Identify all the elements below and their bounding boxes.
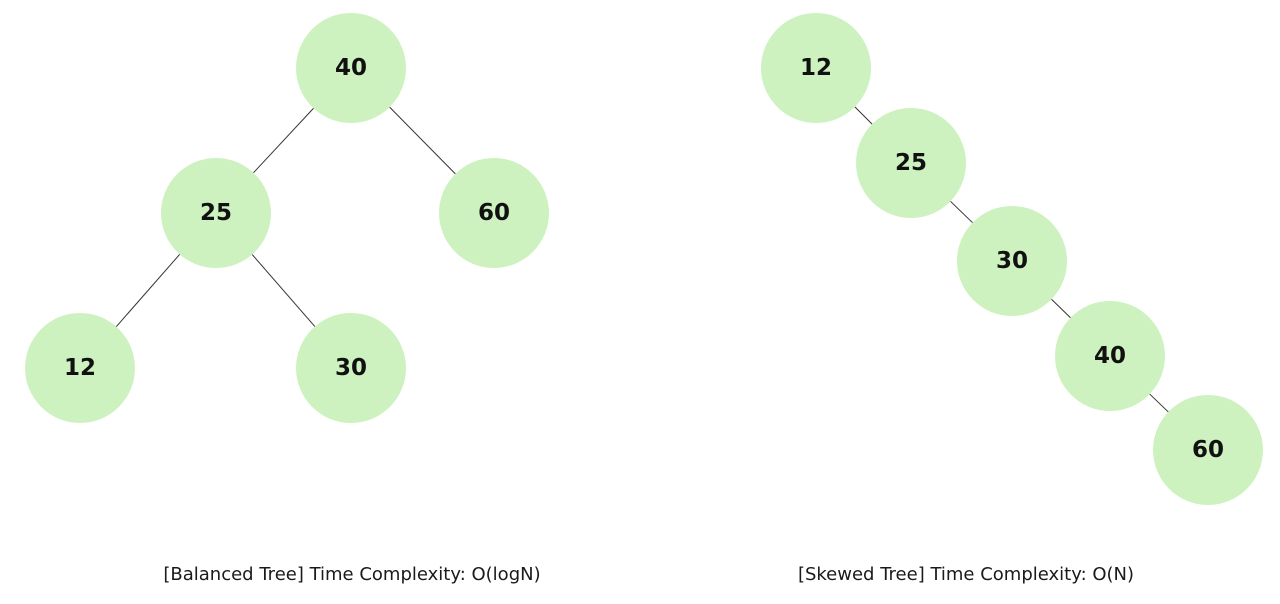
skewed-edge-s12-s25 [854,106,873,125]
skewed-node-circle [1153,395,1263,505]
skewed-node-circle [1055,301,1165,411]
balanced-edge-b25-b30 [251,254,316,327]
balanced-node-label: 30 [335,355,367,381]
edges-layer [115,106,1169,413]
balanced-node-circle [161,158,271,268]
skewed-tree-caption: [Skewed Tree] Time Complexity: O(N) [797,564,1135,585]
balanced-edge-b25-b12 [115,254,181,327]
skewed-node-circle [856,108,966,218]
balanced-node-12: 12 [25,313,135,423]
skewed-node-40: 40 [1055,301,1165,411]
balanced-node-label: 12 [64,355,96,381]
balanced-tree-caption: [Balanced Tree] Time Complexity: O(logN) [163,564,541,585]
skewed-node-label: 12 [800,55,832,81]
nodes-layer: 40 25 60 12 30 12 25 30 40 60 [25,13,1263,505]
balanced-node-label: 40 [335,55,367,81]
skewed-edge-s30-s40 [1051,298,1071,319]
skewed-node-label: 25 [895,150,927,176]
skewed-node-circle [957,206,1067,316]
balanced-node-circle [296,13,406,123]
skewed-node-circle [761,13,871,123]
balanced-node-label: 25 [200,200,232,226]
balanced-edge-b40-b25 [253,107,314,174]
balanced-edge-b40-b60 [389,106,456,175]
balanced-node-circle [439,158,549,268]
skewed-node-label: 60 [1192,437,1224,463]
skewed-node-label: 40 [1094,343,1126,369]
skewed-node-label: 30 [996,248,1028,274]
skewed-node-12: 12 [761,13,871,123]
balanced-node-30: 30 [296,313,406,423]
skewed-node-30: 30 [957,206,1067,316]
balanced-node-40: 40 [296,13,406,123]
balanced-node-60: 60 [439,158,549,268]
skewed-edge-s40-s60 [1149,393,1169,413]
balanced-node-circle [25,313,135,423]
balanced-node-25: 25 [161,158,271,268]
skewed-node-60: 60 [1153,395,1263,505]
skewed-edge-s25-s30 [950,200,973,224]
balanced-node-circle [296,313,406,423]
balanced-node-label: 60 [478,200,510,226]
skewed-node-25: 25 [856,108,966,218]
